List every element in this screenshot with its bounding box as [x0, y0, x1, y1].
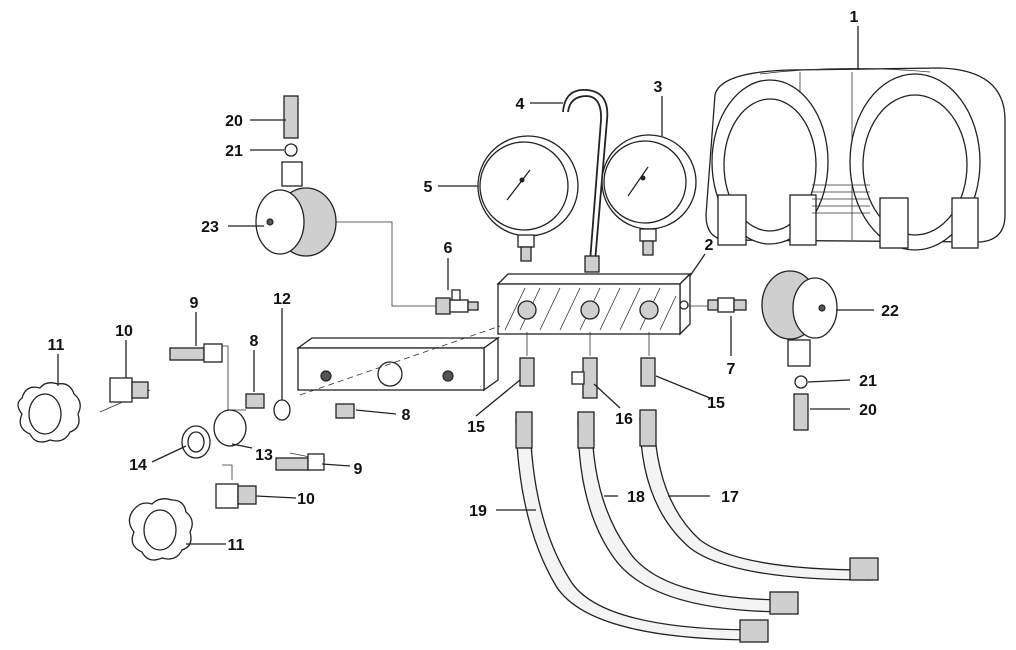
- callout-21-upper: 21: [225, 143, 243, 160]
- callout-20-upper: 20: [225, 113, 243, 130]
- right-sight-glass: [761, 270, 838, 431]
- callout-10-lower: 10: [297, 491, 315, 508]
- callout-16: 16: [615, 411, 633, 428]
- hanging-hook: [562, 89, 609, 263]
- manifold-block: [496, 272, 692, 336]
- callout-labels: 1 2 3 4 5 6 7 8 8 9 9 10 10 11 11 12 13 …: [48, 9, 899, 554]
- left-sight-glass: [255, 95, 337, 257]
- callout-10-upper: 10: [115, 323, 133, 340]
- callout-9-lower: 9: [354, 461, 363, 478]
- callout-18: 18: [627, 489, 645, 506]
- right-tee-fitting: [707, 297, 747, 313]
- callout-13: 13: [255, 447, 273, 464]
- callout-23: 23: [201, 219, 219, 236]
- hose-fittings: [519, 357, 656, 399]
- left-tee-fitting: [435, 289, 479, 315]
- callout-1: 1: [850, 9, 859, 26]
- leader-lines: [57, 26, 874, 545]
- high-side-gauge: [601, 134, 697, 256]
- callout-12: 12: [273, 291, 291, 308]
- callout-15-right: 15: [707, 395, 725, 412]
- callout-3: 3: [654, 79, 663, 96]
- callout-9-upper: 9: [190, 295, 199, 312]
- callout-8-lower: 8: [402, 407, 411, 424]
- callout-21-lower: 21: [859, 373, 877, 390]
- callout-22: 22: [881, 303, 899, 320]
- gauge-cover: [705, 67, 1006, 251]
- seal-parts: [181, 399, 355, 459]
- callout-6: 6: [444, 240, 453, 257]
- callout-7: 7: [727, 361, 736, 378]
- hook-fitting: [584, 255, 600, 273]
- valve-body-bar: [295, 336, 501, 392]
- lower-knob-assembly: [128, 453, 325, 561]
- callout-14: 14: [129, 457, 147, 474]
- callout-8-upper: 8: [250, 333, 259, 350]
- callout-11-upper: 11: [48, 337, 65, 354]
- callout-15-left: 15: [467, 419, 485, 436]
- callout-11-lower: 11: [228, 537, 245, 554]
- callout-19: 19: [469, 503, 487, 520]
- hoses: [515, 409, 879, 643]
- callout-5: 5: [424, 179, 433, 196]
- callout-4: 4: [516, 96, 525, 113]
- low-side-gauge: [477, 135, 579, 262]
- upper-knob-assembly: [17, 343, 265, 443]
- callout-20-lower: 20: [859, 402, 877, 419]
- callout-2: 2: [705, 237, 714, 254]
- callout-17: 17: [721, 489, 739, 506]
